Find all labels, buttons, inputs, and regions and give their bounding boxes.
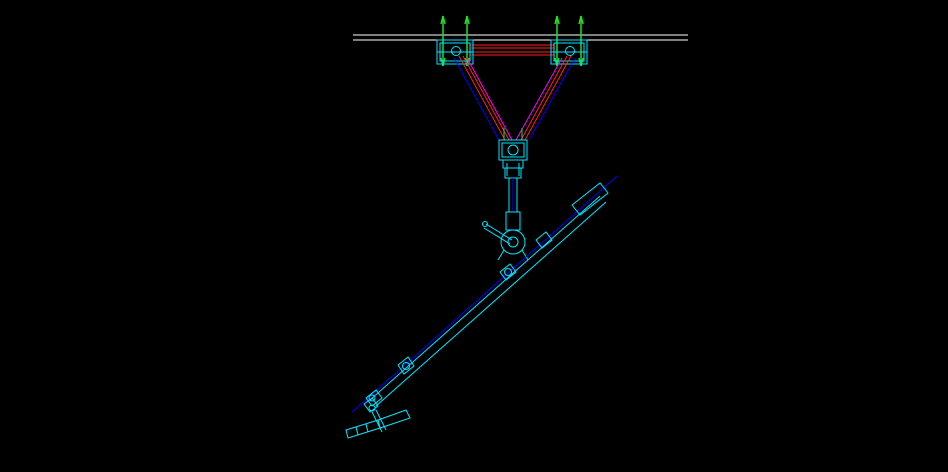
insulator [345,409,411,439]
vertical-dropper-rod [505,178,521,231]
hanger-connector-bars [470,44,555,56]
right-suspension-strut [515,55,576,141]
left-suspension-strut [453,55,513,141]
overhead-rail [353,34,688,41]
positioner-arm [482,221,513,245]
upper-rotary-joint [498,128,528,179]
rotary-hinge [497,229,529,261]
lower-clamp [363,389,387,433]
cantilever-tube [351,175,618,413]
right-hanger-clamp [550,15,588,67]
